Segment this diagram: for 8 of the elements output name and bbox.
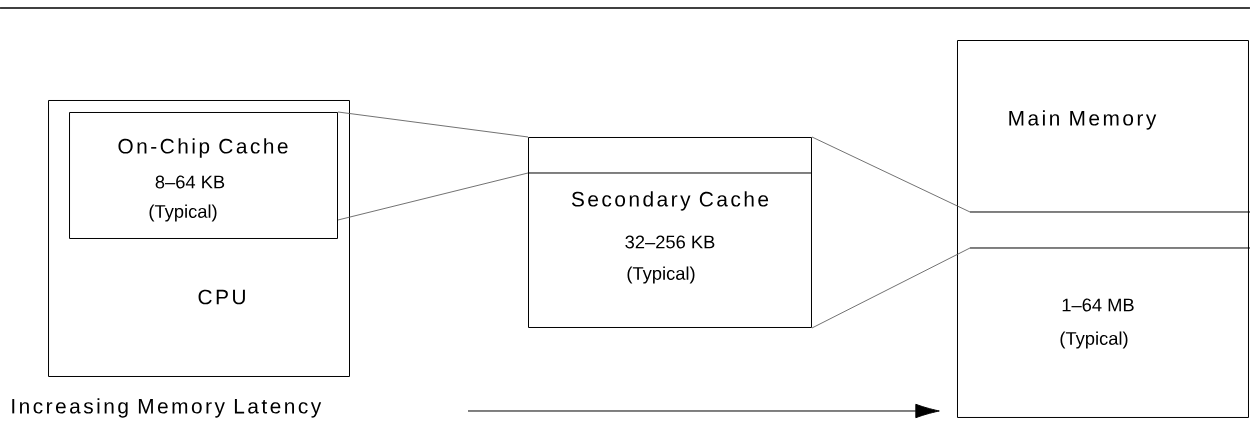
- connector-line: [811, 247, 971, 329]
- connector-line: [337, 172, 529, 221]
- memory-box: Main Memory 1–64 MB (Typical): [957, 40, 1249, 418]
- connector-line: [811, 136, 971, 213]
- cache-box: On-Chip Cache 8–64 KB (Typical): [69, 112, 338, 239]
- cache-box: Secondary Cache 32–256 KB (Typical): [527, 137, 812, 328]
- connector-line: [337, 111, 529, 138]
- axis-label: Increasing Memory Latency: [12, 398, 322, 418]
